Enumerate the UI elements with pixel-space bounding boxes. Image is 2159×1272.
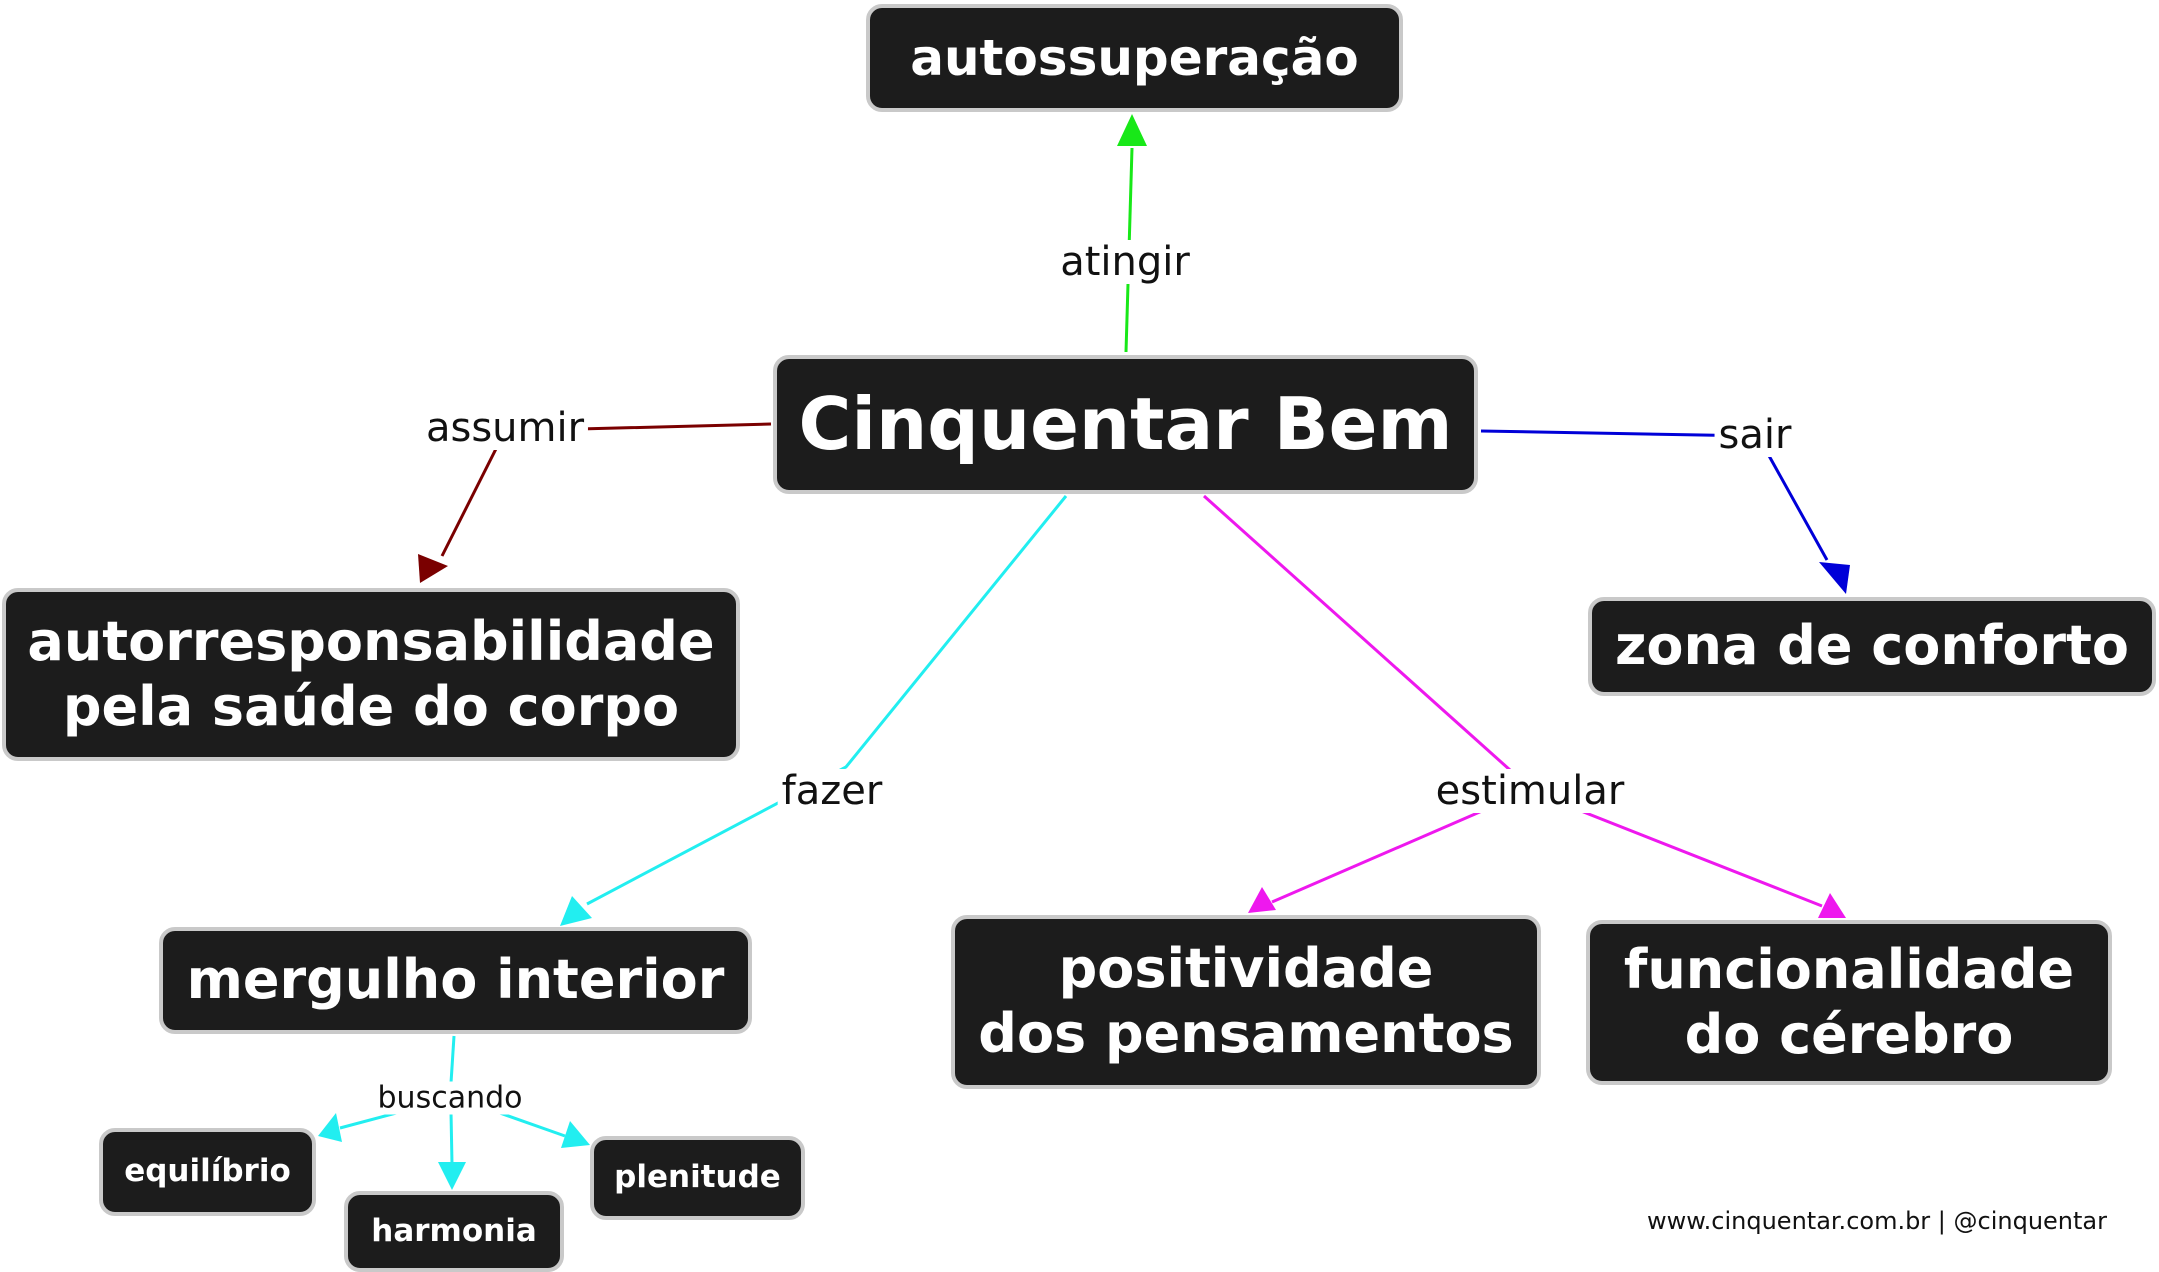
link-estimular-left-line xyxy=(1271,809,1483,904)
link-buscando-right-arrowhead xyxy=(561,1121,590,1148)
node-self-overcoming: autossuperação xyxy=(866,4,1403,112)
link-estimular xyxy=(1202,494,1846,918)
link-estimular-left-arrowhead xyxy=(1248,887,1276,913)
link-estimular-right-arrowhead xyxy=(1818,893,1846,918)
link-label-sair: sair xyxy=(1714,413,1796,457)
link-fazer-line xyxy=(586,495,1068,906)
link-buscando-left-line xyxy=(339,1110,401,1130)
link-atingir xyxy=(1117,114,1147,353)
link-buscando xyxy=(318,1035,590,1190)
node-balance: equilíbrio xyxy=(99,1128,316,1216)
node-self-responsibility: autorresponsabilidade pela saúde do corp… xyxy=(2,588,740,761)
link-fazer-arrowhead xyxy=(560,896,592,926)
node-brain-function: funcionalidade do cérebro xyxy=(1586,920,2112,1085)
link-buscando-middle-arrowhead xyxy=(438,1162,466,1190)
link-estimular-trunk xyxy=(1202,494,1512,772)
node-positive-thoughts: positividade dos pensamentos xyxy=(951,915,1541,1089)
node-harmony: harmonia xyxy=(344,1191,564,1272)
link-label-estimular: estimular xyxy=(1431,769,1629,813)
link-estimular-right-line xyxy=(1580,809,1823,908)
link-fazer xyxy=(560,495,1068,926)
node-comfort-zone: zona de conforto xyxy=(1588,597,2156,696)
link-buscando-right-line xyxy=(496,1110,566,1138)
footer-credit: www.cinquentar.com.br | @cinquentar xyxy=(1646,1207,2107,1235)
node-central: Cinquentar Bem xyxy=(773,355,1478,494)
link-buscando-trunk xyxy=(449,1035,456,1084)
link-label-fazer: fazer xyxy=(777,769,887,813)
link-label-assumir: assumir xyxy=(421,406,589,450)
link-label-buscando: buscando xyxy=(373,1081,527,1115)
link-label-atingir: atingir xyxy=(1056,240,1194,284)
link-atingir-arrowhead xyxy=(1117,114,1147,146)
link-buscando-middle-line xyxy=(449,1111,454,1165)
node-inner-dive: mergulho interior xyxy=(159,927,752,1034)
link-assumir-arrowhead xyxy=(418,554,448,583)
node-fullness: plenitude xyxy=(590,1136,805,1220)
link-sair-arrowhead xyxy=(1819,562,1850,594)
link-buscando-left-arrowhead xyxy=(318,1113,342,1142)
